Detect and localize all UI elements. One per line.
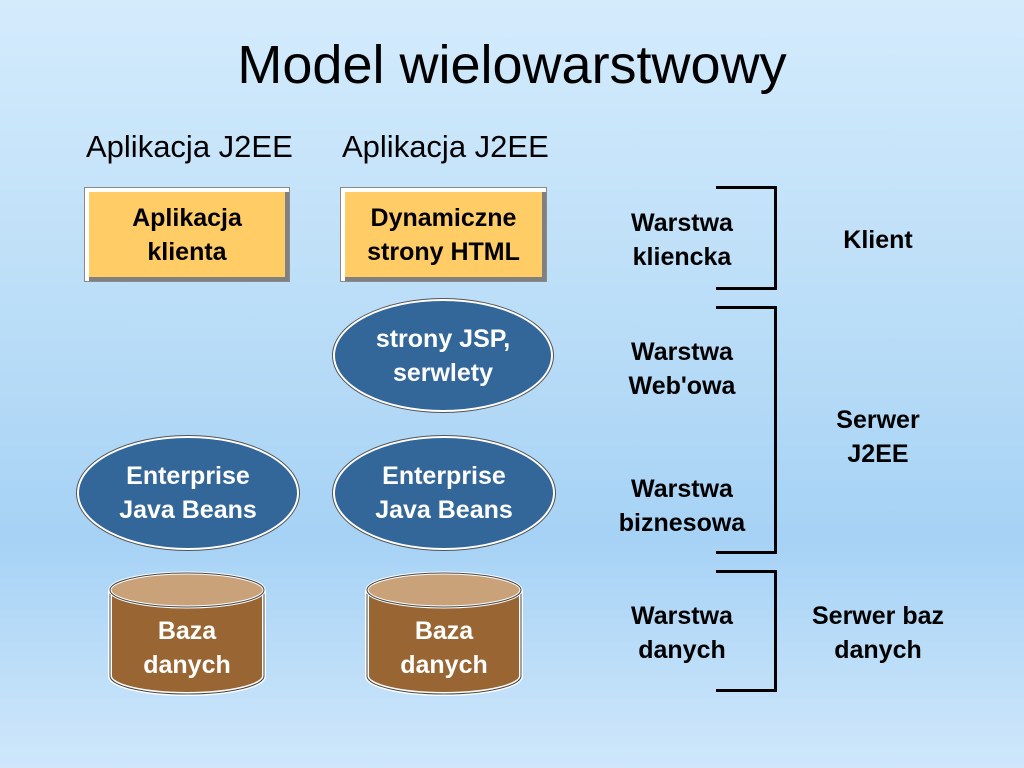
layer-line: Warstwa [631, 475, 733, 503]
tier-label-client: Klient [784, 223, 972, 257]
box-line: strony HTML [367, 237, 520, 266]
layer-label-client: Warstwa kliencka [596, 206, 768, 274]
layer-line: biznesowa [618, 509, 746, 537]
ejb-ellipse-1: Enterprise Java Beans [77, 436, 299, 550]
layer-label-business: Warstwa biznesowa [596, 472, 768, 540]
database-cylinder-icon [108, 571, 266, 696]
tier-label-db-server: Serwer baz danych [784, 599, 972, 667]
layer-line: kliencka [632, 243, 732, 271]
ellipse-line: Enterprise [382, 462, 506, 490]
box-line: klienta [147, 237, 227, 266]
ellipse-line: strony JSP, [375, 324, 511, 353]
column-heading-2: Aplikacja J2EE [342, 129, 549, 164]
layer-label-web: Warstwa Web'owa [596, 335, 768, 403]
ellipse-line: serwlety [392, 358, 494, 387]
tier-label-j2ee-server: Serwer J2EE [784, 403, 972, 471]
tier-line: Serwer baz [811, 602, 944, 630]
slide-title: Model wielowarstwowy [237, 35, 787, 95]
tier-line: Klient [843, 226, 913, 254]
bracket-db-server [716, 570, 777, 692]
client-application-box: Aplikacja klienta [84, 187, 290, 282]
database-label-line: Baza [157, 617, 217, 645]
layer-line: Web'owa [628, 372, 736, 400]
database-cylinder-icon [365, 571, 523, 696]
layer-label-data: Warstwa danych [596, 599, 768, 667]
box-line: Aplikacja [132, 203, 242, 232]
bracket-j2ee-server [716, 306, 777, 554]
jsp-servlets-ellipse: strony JSP, serwlety [333, 299, 553, 412]
column-heading-1: Aplikacja J2EE [86, 129, 293, 164]
ellipse-line: Enterprise [126, 462, 250, 490]
ejb-ellipse-2: Enterprise Java Beans [333, 436, 555, 550]
tier-line: Serwer [836, 406, 920, 434]
ellipse-line: Java Beans [375, 496, 513, 524]
box-line: Dynamiczne [370, 203, 517, 232]
database-cylinder-2: Baza danych [363, 570, 525, 698]
layer-line: Warstwa [631, 602, 733, 630]
database-cylinder-1: Baza danych [106, 570, 268, 698]
layer-line: danych [638, 636, 726, 664]
tier-line: danych [834, 636, 922, 664]
dynamic-html-box: Dynamiczne strony HTML [340, 187, 547, 282]
layer-line: Warstwa [631, 209, 733, 237]
tier-line: J2EE [847, 440, 909, 468]
ellipse-line: Java Beans [119, 496, 257, 524]
bracket-client [716, 186, 777, 290]
layer-line: Warstwa [631, 338, 733, 366]
database-label-line: danych [143, 651, 231, 679]
database-label-line: danych [400, 651, 488, 679]
database-label-line: Baza [414, 617, 474, 645]
